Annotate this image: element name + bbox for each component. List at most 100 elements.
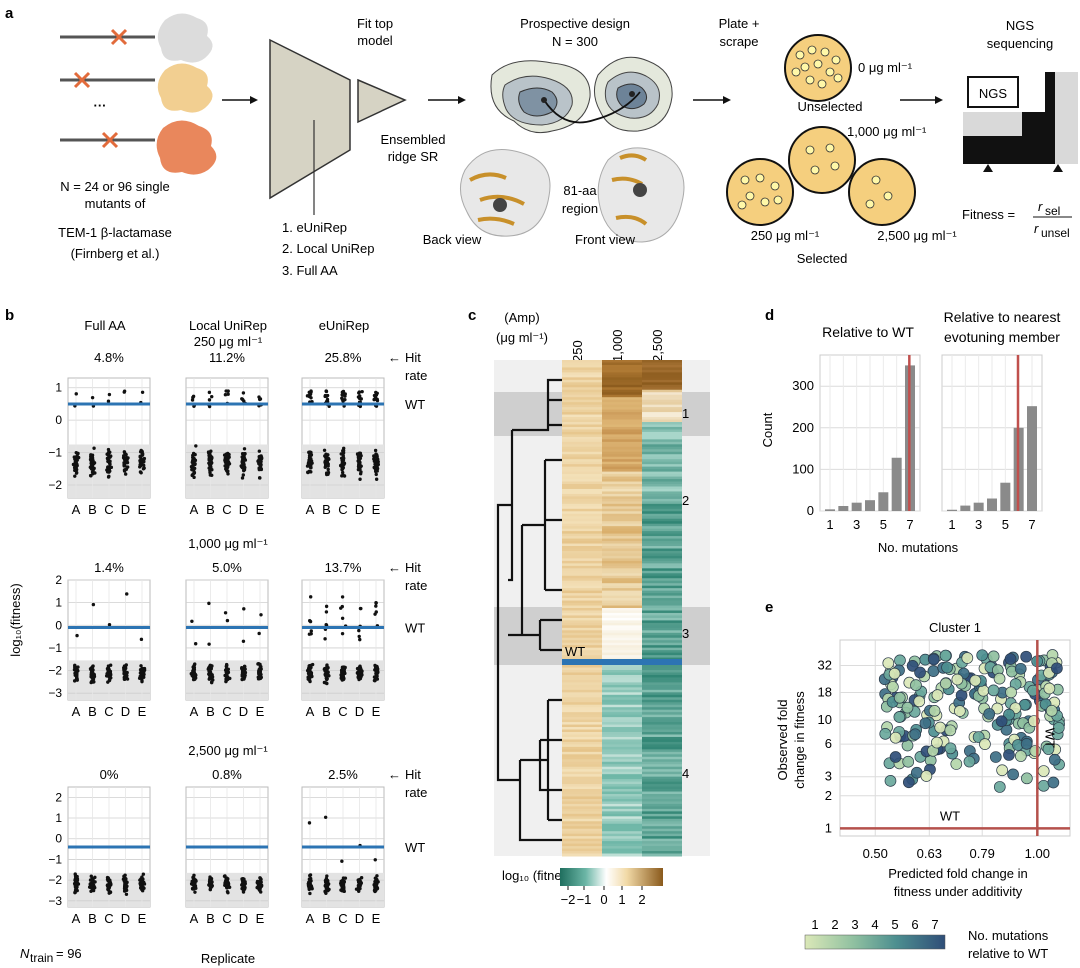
heat-cell bbox=[562, 439, 602, 443]
cluster-label: 2 bbox=[682, 493, 689, 508]
ellipsis: ··· bbox=[94, 98, 107, 113]
data-point bbox=[124, 892, 129, 896]
heat-cell bbox=[642, 608, 682, 611]
arrow-icon bbox=[428, 96, 466, 104]
heat-cell bbox=[642, 595, 682, 599]
heat-cell bbox=[562, 764, 602, 768]
data-point bbox=[190, 619, 194, 624]
heat-cell bbox=[642, 652, 682, 656]
data-point bbox=[359, 606, 363, 611]
heat-cell bbox=[602, 709, 642, 713]
data-point bbox=[105, 456, 110, 461]
heat-cell bbox=[602, 548, 642, 552]
heat-cell bbox=[642, 560, 682, 564]
scatter-point bbox=[920, 770, 933, 782]
heat-cell bbox=[642, 749, 682, 753]
heat-cell bbox=[602, 424, 642, 428]
data-point bbox=[207, 667, 212, 672]
data-point bbox=[207, 601, 211, 606]
data-point bbox=[225, 465, 229, 469]
heat-cell bbox=[602, 617, 642, 621]
data-point bbox=[91, 664, 95, 669]
data-point bbox=[324, 878, 329, 882]
data-point bbox=[323, 666, 327, 671]
scatter-point bbox=[887, 681, 899, 693]
data-point bbox=[241, 473, 246, 477]
heat-cell bbox=[602, 615, 642, 619]
heat-cell bbox=[562, 741, 602, 745]
data-point bbox=[240, 397, 244, 401]
heat-cell bbox=[562, 389, 602, 393]
heat-cell bbox=[562, 590, 602, 594]
wt-v-label: WT bbox=[1042, 728, 1057, 748]
replicate-tick: A bbox=[306, 502, 315, 517]
scatter-point bbox=[944, 724, 957, 737]
data-point bbox=[259, 467, 263, 471]
heat-cell bbox=[642, 377, 682, 381]
heat-cell bbox=[562, 422, 602, 425]
data-point bbox=[226, 469, 230, 473]
data-point bbox=[259, 613, 263, 617]
data-point bbox=[373, 395, 378, 400]
n-train-value: = 96 bbox=[56, 946, 82, 961]
heat-cell bbox=[642, 682, 682, 686]
data-point bbox=[138, 465, 142, 469]
bar-chart-title: Relative to nearest bbox=[944, 309, 1061, 325]
data-point bbox=[375, 666, 379, 670]
heat-cell bbox=[642, 724, 682, 728]
bar bbox=[878, 492, 889, 511]
heat-cell bbox=[642, 645, 682, 649]
heat-cell bbox=[642, 531, 682, 535]
replicate-tick: B bbox=[88, 704, 97, 719]
heat-cell bbox=[562, 481, 602, 485]
heat-cell bbox=[562, 724, 602, 728]
data-point bbox=[107, 474, 111, 478]
heat-cell bbox=[642, 692, 682, 696]
mutation-x-icon bbox=[73, 28, 128, 149]
data-point bbox=[339, 888, 343, 892]
bar bbox=[865, 500, 875, 511]
heat-cell bbox=[562, 565, 602, 569]
heat-cell bbox=[562, 836, 602, 840]
e-ylabel-2: change in fitness bbox=[792, 691, 807, 789]
heat-cell bbox=[602, 821, 642, 825]
data-point bbox=[342, 668, 346, 672]
data-point bbox=[123, 472, 128, 476]
y-tick-label: −3 bbox=[48, 686, 62, 700]
data-point bbox=[322, 448, 327, 452]
scatter-point bbox=[961, 652, 974, 664]
heat-cell bbox=[642, 451, 682, 455]
data-point bbox=[125, 677, 130, 681]
heat-cell bbox=[642, 796, 682, 800]
heat-cell bbox=[562, 426, 602, 430]
heat-cell bbox=[562, 704, 602, 708]
heat-cell bbox=[562, 744, 602, 748]
data-point bbox=[140, 390, 145, 394]
data-point bbox=[209, 680, 214, 684]
heat-cell bbox=[642, 474, 682, 478]
panel-label-e: e bbox=[765, 599, 773, 616]
data-point bbox=[374, 472, 378, 477]
data-point bbox=[90, 455, 95, 460]
heat-cell bbox=[642, 394, 682, 398]
d-ylabel: Count bbox=[760, 412, 775, 447]
y-tick-label: −3 bbox=[48, 894, 62, 908]
col-1000: 1,000 bbox=[610, 329, 625, 362]
data-point bbox=[74, 668, 78, 672]
data-point bbox=[92, 680, 96, 684]
colorbar-tick-label: 2 bbox=[638, 892, 645, 907]
heat-cell bbox=[602, 608, 642, 611]
heat-cell bbox=[602, 461, 642, 465]
heat-cell bbox=[602, 474, 642, 478]
arrow-icon: ← bbox=[388, 560, 401, 575]
heat-cell bbox=[562, 627, 602, 631]
data-point bbox=[224, 670, 229, 674]
scatter-point bbox=[1005, 686, 1017, 699]
heat-cell bbox=[642, 791, 682, 795]
heat-cell bbox=[602, 528, 642, 532]
heat-cell bbox=[642, 727, 682, 731]
heat-cell bbox=[642, 699, 682, 703]
